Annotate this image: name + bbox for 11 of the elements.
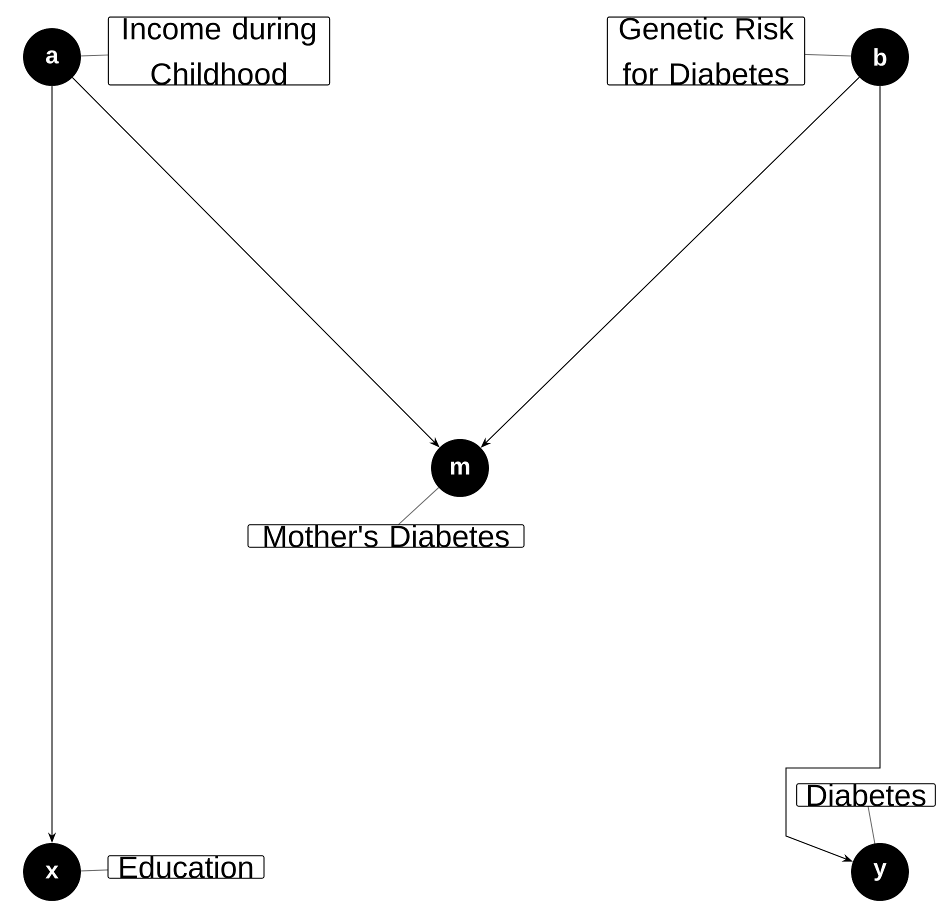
label-box: Diabetes	[796, 783, 936, 807]
leader-line	[868, 806, 876, 844]
leader-line	[804, 54, 852, 57]
label-box: Genetic Risk for Diabetes	[606, 16, 806, 86]
arrow	[785, 86, 881, 862]
label-box: Income during Childhood	[108, 16, 330, 86]
leader-line	[80, 869, 108, 872]
label-box: Education	[107, 855, 265, 879]
leader-line	[398, 487, 440, 525]
leader-line	[80, 54, 108, 56]
label-box: Mother's Diabetes	[247, 524, 525, 548]
